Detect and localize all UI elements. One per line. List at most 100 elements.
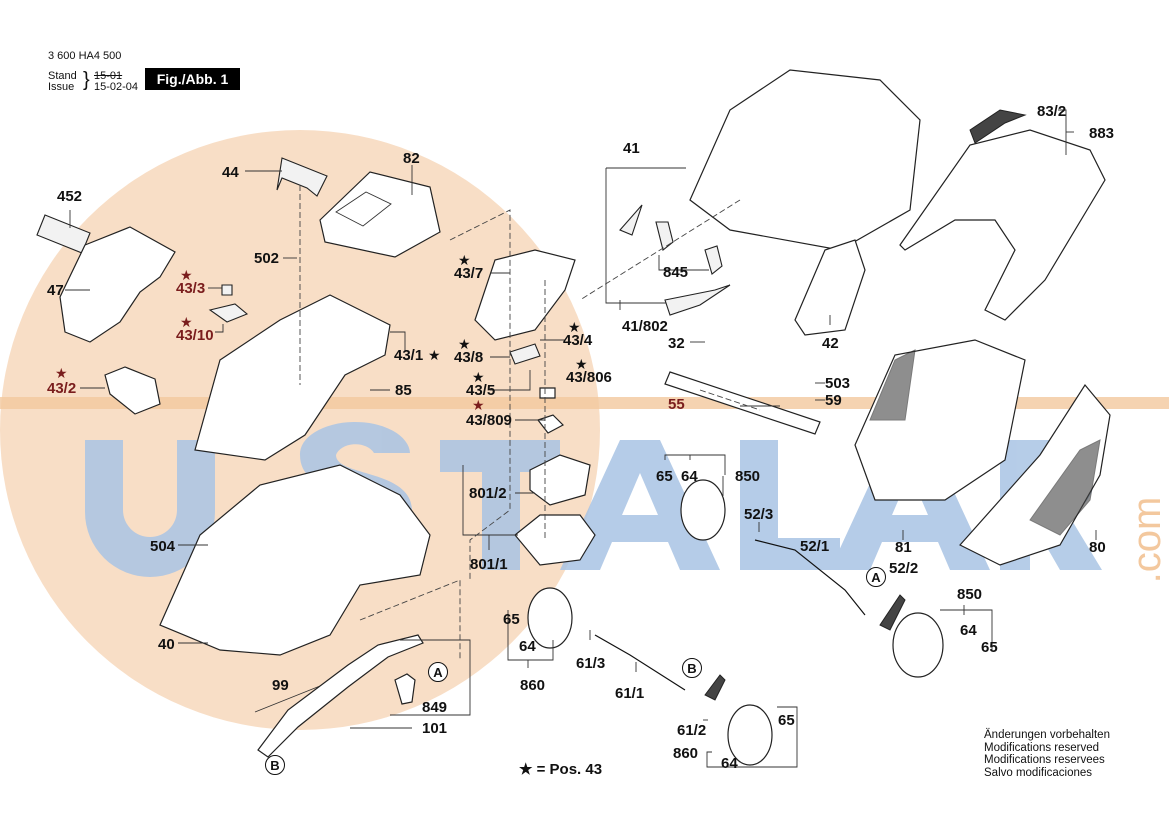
electronics-801-2 — [529, 454, 591, 506]
note-es: Salvo modificaciones — [984, 766, 1093, 779]
deck-40 — [159, 464, 431, 656]
label-61-2: 61/2 — [677, 722, 707, 739]
label-503: 503 — [825, 375, 851, 392]
part-43-2 — [104, 366, 161, 415]
label-43-806: 43/806 — [566, 369, 612, 386]
label-64-b: 64 — [721, 755, 738, 772]
label-61-3: 61/3 — [576, 655, 606, 672]
motor-cover-43-7 — [474, 249, 576, 341]
label-44: 44 — [222, 164, 239, 181]
label-43-10: 43/10 — [176, 327, 214, 344]
handle-44 — [276, 157, 328, 197]
callout-B: B — [265, 755, 285, 775]
star-icon: ★ — [472, 397, 485, 413]
label-43-7: 43/7 — [454, 265, 484, 282]
label-43-809: 43/809 — [466, 412, 512, 429]
label-850-b: 850 — [957, 586, 983, 603]
label-845: 845 — [663, 264, 689, 281]
star-icon: ★ — [458, 336, 471, 352]
label-860-a: 860 — [520, 677, 546, 694]
label-504: 504 — [150, 538, 176, 555]
label-85: 85 — [395, 382, 412, 399]
stand-label: Stand — [48, 70, 77, 82]
label-801-1: 801/1 — [470, 556, 508, 573]
callout-A-2: A — [866, 567, 886, 587]
callout-A: A — [428, 662, 448, 682]
axle-61-1 — [594, 634, 686, 691]
housing-43-1 — [194, 294, 391, 461]
wheel-860-bottom — [727, 704, 773, 766]
star-icon: ★ — [180, 314, 193, 330]
axle-52-1 — [754, 539, 866, 616]
label-47: 47 — [47, 282, 64, 299]
bracket-52-2 — [879, 594, 906, 631]
label-52-2: 52/2 — [889, 560, 919, 577]
note-fr: Modifications reservees — [984, 754, 1105, 766]
label-65-d: 65 — [981, 639, 998, 656]
part-845b — [704, 245, 723, 275]
label-860-b: 860 — [673, 745, 699, 762]
flap-42 — [794, 239, 866, 336]
leader-lines — [65, 109, 1097, 768]
front-cover-47 — [59, 226, 176, 343]
label-42: 42 — [822, 335, 839, 352]
callout-B-2: B — [682, 658, 702, 678]
lid-82 — [319, 171, 441, 258]
label-502: 502 — [254, 250, 280, 267]
spring-99 — [254, 683, 326, 713]
label-41: 41 — [623, 140, 640, 157]
legend-text: = Pos. 43 — [536, 761, 603, 778]
label-61-1: 61/1 — [615, 685, 645, 702]
label-43-8: 43/8 — [454, 349, 484, 366]
label-452: 452 — [57, 188, 83, 205]
label-43-1: 43/1 — [394, 347, 424, 364]
lever-849 — [257, 634, 424, 758]
star-icon: ★ — [55, 365, 68, 381]
part-43-10 — [208, 303, 249, 323]
label-64-a: 64 — [519, 638, 536, 655]
brace: } — [83, 69, 90, 91]
label-801-2: 801/2 — [469, 485, 507, 502]
issue-label: Issue — [48, 81, 75, 93]
label-80: 80 — [1089, 539, 1106, 556]
part-43-4 — [509, 343, 541, 365]
label-43-4: 43/4 — [563, 332, 593, 349]
bracket-61-2 — [704, 674, 726, 701]
star-icon: ★ — [458, 252, 471, 268]
label-32: 32 — [668, 335, 685, 352]
star-icon: ★ — [472, 369, 485, 385]
label-81: 81 — [895, 539, 912, 556]
note-de: Änderungen vorbehalten — [984, 729, 1110, 741]
wheel-860-top — [527, 587, 573, 649]
star-icon: ★ — [180, 267, 193, 283]
part-43-809 — [537, 414, 564, 434]
part-41-top — [619, 204, 643, 236]
handle-883 — [899, 129, 1106, 321]
label-64-d: 64 — [960, 622, 977, 639]
key-43-3 — [221, 284, 233, 296]
label-849: 849 — [422, 699, 448, 716]
document-number: 3 600 HA4 500 — [48, 50, 122, 62]
label-82: 82 — [403, 150, 420, 167]
label-83-2: 83/2 — [1037, 103, 1067, 120]
label-65-c: 65 — [656, 468, 673, 485]
label-41-802: 41/802 — [622, 318, 668, 335]
label-43-5: 43/5 — [466, 382, 496, 399]
label-43-2: 43/2 — [47, 380, 77, 397]
stand-date: 15-01 — [94, 70, 123, 82]
wheel-850-bottom — [892, 612, 944, 678]
label-52-3: 52/3 — [744, 506, 774, 523]
label-40: 40 — [158, 636, 175, 653]
issue-date: 15-02-04 — [94, 81, 139, 93]
label-99: 99 — [272, 677, 289, 694]
label-101: 101 — [422, 720, 448, 737]
label-65-a: 65 — [503, 611, 520, 628]
label-43-3: 43/3 — [176, 280, 206, 297]
assembly-lines — [299, 185, 761, 660]
star-icon: ★ — [568, 319, 581, 335]
lid-grid — [335, 191, 392, 227]
grassbox-mesh-80 — [1029, 439, 1101, 536]
wheel-850-top — [680, 479, 726, 541]
